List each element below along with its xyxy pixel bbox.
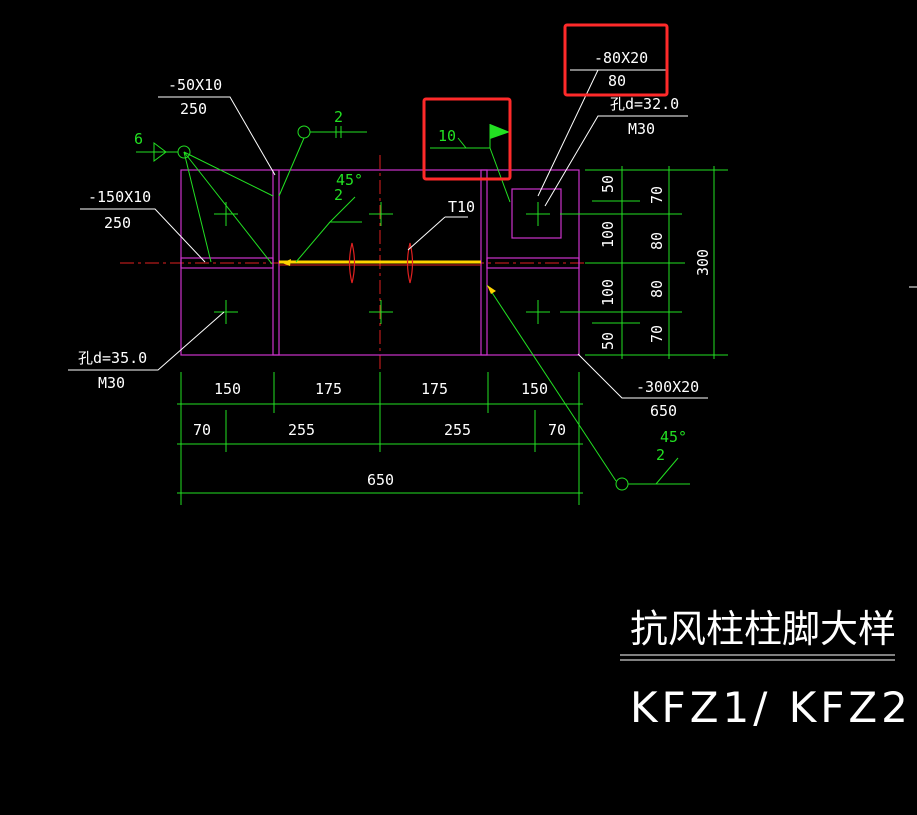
highlight-box-weld-10	[422, 97, 512, 181]
dim-right-inner-3: 70	[648, 325, 666, 343]
label-hole-32: 孔d=32.0	[610, 95, 679, 113]
dim-row2-0: 70	[193, 421, 211, 439]
dim-right-inner-0: 70	[648, 186, 666, 204]
horizontal-dimensions	[177, 372, 583, 505]
label-weld-2-bottom: 2	[656, 446, 665, 464]
label-plate-80x20-len: 80	[608, 72, 626, 90]
label-weld-45-bottom: 45°	[660, 428, 687, 446]
label-plate-300x20-len: 650	[650, 402, 677, 420]
dim-row2-2: 255	[444, 421, 471, 439]
label-weld-2-mid: 2	[334, 186, 343, 204]
highlight-boxes	[422, 23, 669, 181]
label-plate-50x10: -50X10	[168, 76, 222, 94]
label-weld-45-top: 45°	[336, 171, 363, 189]
dim-right-inner-2: 80	[648, 280, 666, 298]
dim-row1-3: 150	[521, 380, 548, 398]
dim-right-total: 300	[694, 249, 712, 276]
label-plate-50x10-len: 250	[180, 100, 207, 118]
label-weld-6: 6	[134, 130, 143, 148]
dim-right-inner-1: 80	[648, 232, 666, 250]
bolt-holes	[214, 202, 550, 324]
title-cn: 抗风柱柱脚大样	[630, 607, 896, 651]
label-weld-10: 10	[438, 127, 456, 145]
weld-line	[279, 242, 481, 284]
dim-right-outer-3: 50	[599, 332, 617, 350]
label-plate-80x20: -80X20	[594, 49, 648, 67]
dim-row1-1: 175	[315, 380, 342, 398]
label-t10: T10	[448, 198, 475, 216]
dim-row2-3: 70	[548, 421, 566, 439]
flag-icon	[490, 124, 510, 139]
dim-row1-0: 150	[214, 380, 241, 398]
label-weld-2-top: 2	[334, 108, 343, 126]
title-en: KFZ1/ KFZ2	[630, 683, 912, 732]
label-hole-35-bolt: M30	[98, 374, 125, 392]
weld-symbols	[136, 124, 690, 491]
dim-row2-1: 255	[288, 421, 315, 439]
label-plate-150x10-len: 250	[104, 214, 131, 232]
label-plate-150x10: -150X10	[88, 188, 151, 206]
dim-total: 650	[367, 471, 394, 489]
dim-right-outer-1: 100	[599, 221, 617, 248]
highlight-box-plate-80x20	[563, 23, 669, 97]
arrow-heads	[282, 259, 496, 294]
dim-right-outer-2: 100	[599, 279, 617, 306]
label-hole-35: 孔d=35.0	[78, 349, 147, 367]
leader-lines	[68, 69, 708, 399]
vertical-dimensions	[560, 166, 728, 359]
label-hole-32-bolt: M30	[628, 120, 655, 138]
label-plate-300x20: -300X20	[636, 378, 699, 396]
title-underline	[620, 654, 895, 661]
dim-right-outer-0: 50	[599, 175, 617, 193]
dim-row1-2: 175	[421, 380, 448, 398]
